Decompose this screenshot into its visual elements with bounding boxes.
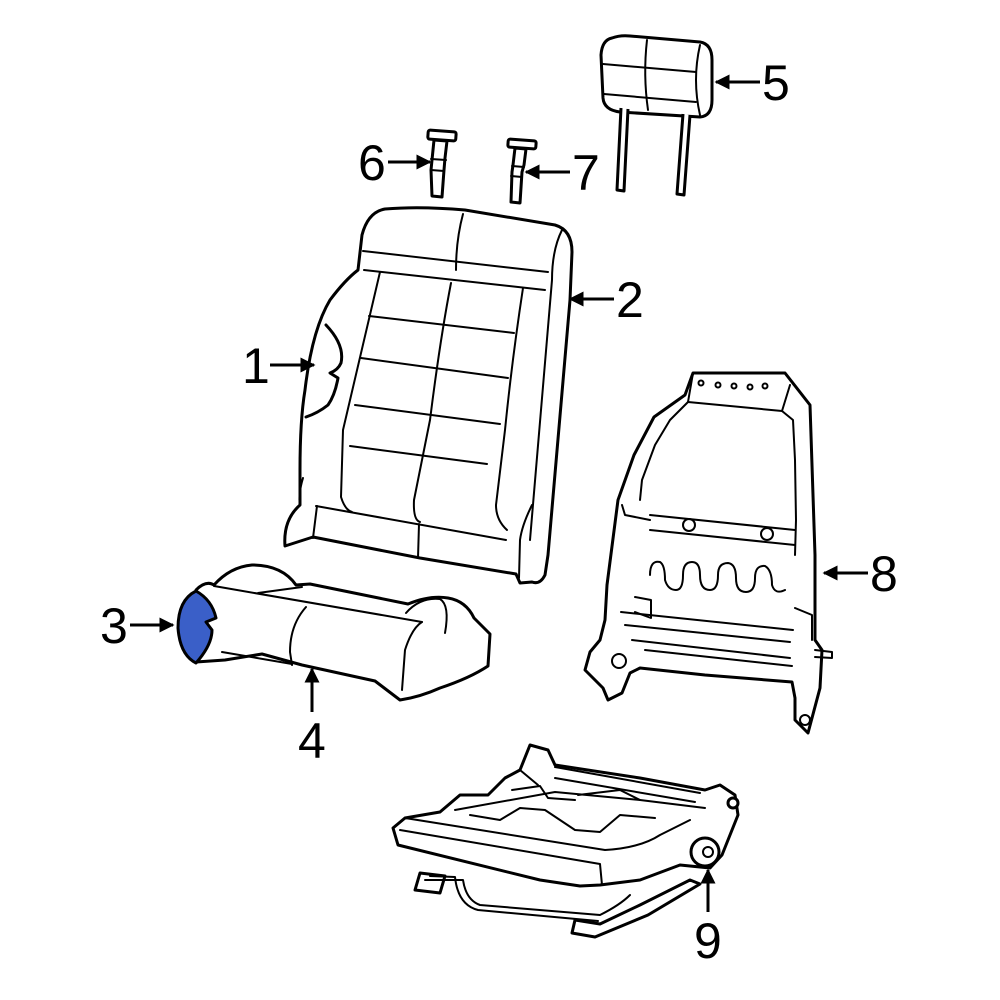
seat-cushion-side-cover-highlight[interactable] (176, 589, 218, 665)
callout-label-3: 3 (100, 598, 128, 654)
headrest-guide-6-part[interactable] (426, 128, 458, 199)
callout-label-4: 4 (298, 713, 326, 769)
callout-label-1: 1 (242, 338, 270, 394)
headrest-part[interactable] (599, 34, 714, 197)
callout-label-8: 8 (870, 546, 898, 602)
callout-label-2: 2 (616, 272, 644, 328)
callout-label-6: 6 (358, 135, 386, 191)
seat-track-frame-part[interactable] (391, 743, 740, 939)
seat-back-cover-part[interactable] (283, 206, 574, 585)
seat-cushion-part[interactable] (176, 563, 492, 702)
headrest-guide-7-part[interactable] (506, 137, 538, 205)
callout-label-9: 9 (694, 913, 722, 969)
callout-arrows (130, 74, 868, 912)
callout-label-5: 5 (762, 55, 790, 111)
callout-label-7: 7 (572, 145, 600, 201)
frame-top-holes (697, 379, 769, 391)
seat-back-frame-part[interactable] (583, 371, 833, 735)
